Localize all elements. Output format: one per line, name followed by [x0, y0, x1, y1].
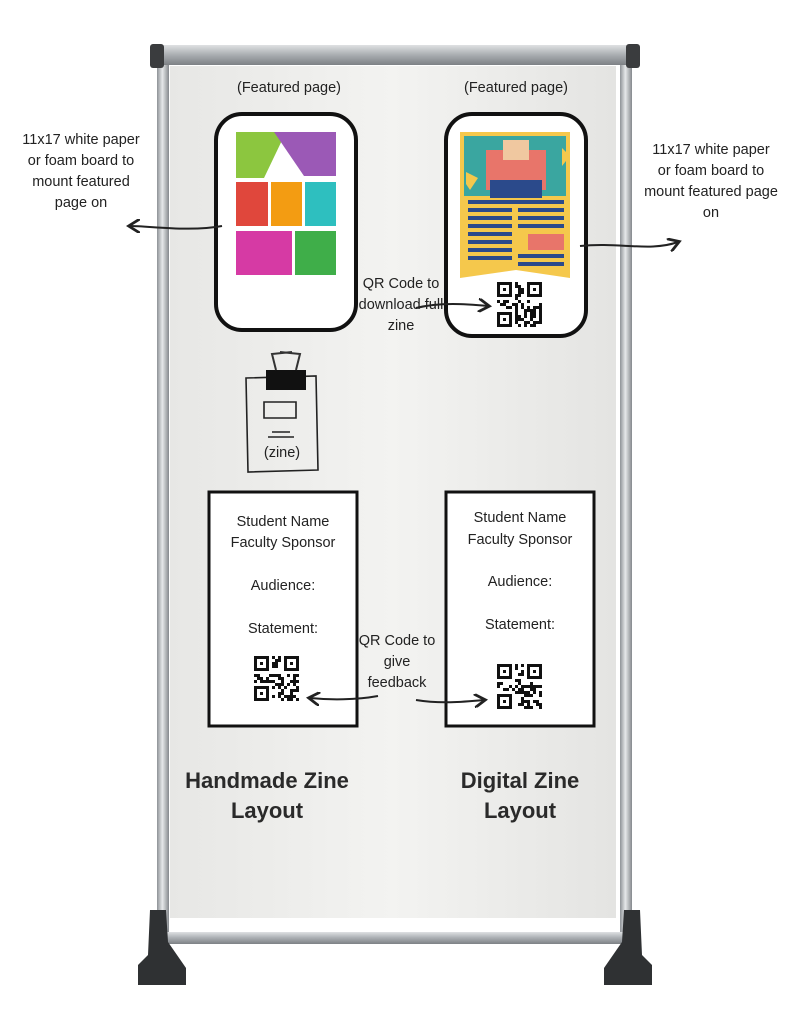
- zine-label: (zine): [263, 445, 301, 461]
- right-featured-label: (Featured page): [464, 80, 568, 96]
- qr-code-feedback-left: [254, 656, 299, 701]
- top-bar: [156, 45, 636, 65]
- right-title: Digital Zine Layout: [460, 768, 580, 823]
- right-card-audience: Audience:: [487, 574, 553, 590]
- right-pole: [620, 58, 632, 938]
- left-featured-label: (Featured page): [237, 80, 341, 96]
- right-card-student-name: Student Name: [473, 510, 567, 526]
- download-note: QR Code to download full zine: [358, 276, 444, 334]
- comic-panels: [236, 132, 336, 275]
- magazine-spread: [460, 132, 570, 278]
- left-pole: [157, 58, 169, 938]
- binder-clip: [266, 351, 306, 390]
- feedback-arrow-left: [310, 696, 379, 699]
- left-card-audience: Audience:: [250, 578, 316, 594]
- right-mount-arrow: [579, 242, 678, 247]
- left-mount-note: 11x17 white paper or foam board to mount…: [22, 132, 140, 211]
- feedback-arrow-right: [415, 700, 484, 702]
- qr-code-feedback-right: [497, 664, 542, 709]
- bottom-bar: [150, 932, 640, 944]
- right-card-statement: Statement:: [484, 617, 556, 633]
- left-card-faculty-sponsor: Faculty Sponsor: [230, 535, 336, 551]
- right-mount-note: 11x17 white paper or foam board to mount…: [644, 142, 778, 221]
- left-card-statement: Statement:: [247, 621, 319, 637]
- left-mount-arrow: [130, 226, 223, 229]
- left-card-student-name: Student Name: [236, 514, 330, 530]
- download-arrow: [415, 304, 488, 308]
- right-base-foot: [604, 910, 652, 985]
- right-card-faculty-sponsor: Faculty Sponsor: [467, 532, 573, 548]
- qr-code-download: [497, 282, 542, 327]
- left-title: Handmade Zine Layout: [185, 768, 349, 823]
- left-base-foot: [138, 910, 186, 985]
- feedback-note: QR Code to give feedback: [358, 633, 436, 691]
